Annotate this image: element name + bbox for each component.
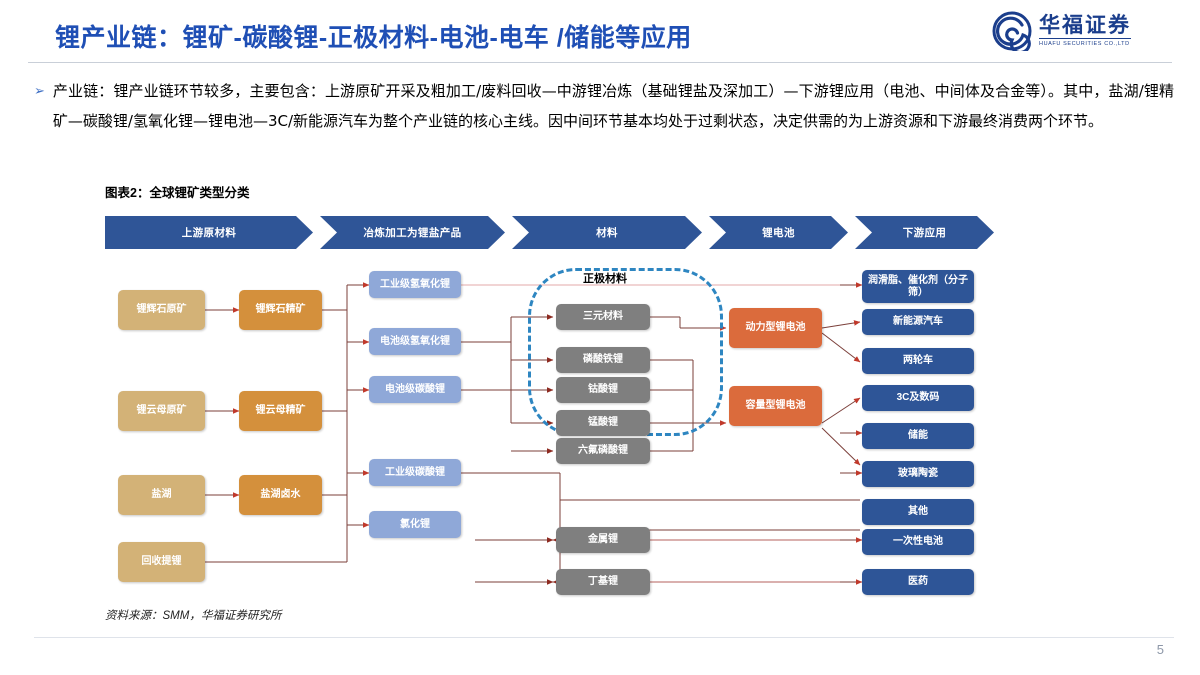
stage-banner-smelting: 冶炼加工为锂盐产品 bbox=[320, 216, 505, 249]
node-material-butyllithium[interactable]: 丁基锂 bbox=[556, 569, 650, 595]
node-battery-power-type[interactable]: 动力型锂电池 bbox=[729, 308, 822, 348]
node-label: 锂云母精矿 bbox=[255, 405, 306, 416]
figure-bottom-divider bbox=[34, 637, 1174, 638]
stage-banner-label: 下游应用 bbox=[902, 227, 947, 239]
node-app-glass-ceramics[interactable]: 玻璃陶瓷 bbox=[862, 461, 974, 487]
node-battery-capacity-type[interactable]: 容量型锂电池 bbox=[729, 386, 822, 426]
node-label: 三元材料 bbox=[583, 311, 623, 322]
node-concentrate-spodumene[interactable]: 锂辉石精矿 bbox=[239, 290, 322, 330]
figure-caption: 图表2：全球锂矿类型分类 bbox=[105, 186, 250, 200]
stage-banner-downstream: 下游应用 bbox=[855, 216, 994, 249]
node-label: 动力型锂电池 bbox=[745, 322, 806, 333]
node-raw-ore-spodumene[interactable]: 锂辉石原矿 bbox=[118, 290, 205, 330]
body-paragraph-block: ➢ 产业链：锂产业链环节较多，主要包含：上游原矿开采及粗加工/废料回收—中游锂冶… bbox=[34, 76, 1174, 136]
node-raw-ore-lepidolite[interactable]: 锂云母原矿 bbox=[118, 391, 205, 431]
node-label: 回收提锂 bbox=[141, 556, 182, 567]
page-number: 5 bbox=[1156, 642, 1164, 657]
node-salt-industrial-li2co3[interactable]: 工业级碳酸锂 bbox=[369, 459, 461, 486]
node-salt-battery-lioh[interactable]: 电池级氢氧化锂 bbox=[369, 328, 461, 355]
node-material-lithium-metal[interactable]: 金属锂 bbox=[556, 527, 650, 553]
cathode-group-label: 正极材料 bbox=[583, 273, 627, 285]
node-cathode-lfp[interactable]: 磷酸铁锂 bbox=[556, 347, 650, 373]
title-divider bbox=[28, 62, 1172, 63]
node-label: 丁基锂 bbox=[588, 576, 618, 587]
node-app-energy-storage[interactable]: 储能 bbox=[862, 423, 974, 449]
node-label: 锂云母原矿 bbox=[136, 405, 187, 416]
node-app-lubricant-catalyst[interactable]: 润滑脂、催化剂（分子筛） bbox=[862, 270, 974, 303]
node-label: 两轮车 bbox=[903, 355, 933, 366]
node-label: 一次性电池 bbox=[893, 536, 943, 547]
node-cathode-lco[interactable]: 钴酸锂 bbox=[556, 377, 650, 403]
stage-banner-label: 锂电池 bbox=[762, 227, 795, 239]
node-label: 新能源汽车 bbox=[893, 316, 943, 327]
node-salt-industrial-lioh[interactable]: 工业级氢氧化锂 bbox=[369, 271, 461, 298]
node-app-pharmaceutical[interactable]: 医药 bbox=[862, 569, 974, 595]
node-label: 锂辉石原矿 bbox=[136, 304, 187, 315]
node-app-primary-battery[interactable]: 一次性电池 bbox=[862, 529, 974, 555]
logo-company-name: 华福证券 bbox=[1039, 13, 1131, 37]
stage-banner-label: 材料 bbox=[596, 227, 618, 239]
node-label: 玻璃陶瓷 bbox=[898, 468, 938, 479]
node-label: 磷酸铁锂 bbox=[583, 354, 623, 365]
node-label: 盐湖 bbox=[151, 489, 172, 500]
node-raw-ore-recycling[interactable]: 回收提锂 bbox=[118, 542, 205, 582]
node-label: 工业级氢氧化锂 bbox=[380, 278, 450, 290]
node-label: 工业级碳酸锂 bbox=[385, 466, 445, 478]
node-label: 钴酸锂 bbox=[588, 384, 618, 395]
node-label: 电池级碳酸锂 bbox=[385, 383, 445, 395]
stage-banner-label: 上游原材料 bbox=[181, 227, 237, 239]
node-label: 锰酸锂 bbox=[588, 417, 618, 428]
node-label: 氯化锂 bbox=[400, 518, 430, 530]
node-label: 3C及数码 bbox=[896, 392, 940, 403]
node-label: 锂辉石精矿 bbox=[255, 304, 306, 315]
node-label: 医药 bbox=[908, 576, 928, 587]
node-raw-ore-salt-lake[interactable]: 盐湖 bbox=[118, 475, 205, 515]
node-app-nev[interactable]: 新能源汽车 bbox=[862, 309, 974, 335]
node-salt-battery-li2co3[interactable]: 电池级碳酸锂 bbox=[369, 376, 461, 403]
node-cathode-lmo[interactable]: 锰酸锂 bbox=[556, 410, 650, 436]
stage-banner-upstream: 上游原材料 bbox=[105, 216, 313, 249]
node-label: 六氟磷酸锂 bbox=[578, 445, 628, 456]
figure-lithium-value-chain: 图表2：全球锂矿类型分类 上游原材料 冶炼加工为锂盐产品 材料 锂电池 下游应用 bbox=[0, 170, 1200, 640]
spiral-logo-icon bbox=[992, 11, 1032, 55]
node-cathode-ncm[interactable]: 三元材料 bbox=[556, 304, 650, 330]
node-label: 盐湖卤水 bbox=[260, 489, 301, 500]
node-salt-licl[interactable]: 氯化锂 bbox=[369, 511, 461, 538]
node-app-other[interactable]: 其他 bbox=[862, 499, 974, 525]
node-concentrate-brine[interactable]: 盐湖卤水 bbox=[239, 475, 322, 515]
node-label: 其他 bbox=[908, 506, 928, 517]
node-label: 储能 bbox=[908, 430, 928, 441]
company-logo: 华福证券 HUAFU SECURITIES CO.,LTD bbox=[992, 9, 1172, 55]
bullet-icon: ➢ bbox=[34, 83, 45, 98]
node-label: 容量型锂电池 bbox=[745, 400, 806, 411]
stage-banner-battery: 锂电池 bbox=[709, 216, 848, 249]
node-cathode-lipf6[interactable]: 六氟磷酸锂 bbox=[556, 438, 650, 464]
body-paragraph: 产业链：锂产业链环节较多，主要包含：上游原矿开采及粗加工/废料回收—中游锂冶炼（… bbox=[52, 82, 1174, 130]
node-label: 金属锂 bbox=[588, 534, 618, 545]
page-title: 锂产业链：锂矿-碳酸锂-正极材料-电池-电车 /储能等应用 bbox=[55, 24, 692, 52]
node-label: 润滑脂、催化剂（分子筛） bbox=[868, 274, 968, 298]
node-concentrate-lepidolite[interactable]: 锂云母精矿 bbox=[239, 391, 322, 431]
node-app-3c-digital[interactable]: 3C及数码 bbox=[862, 385, 974, 411]
node-app-two-wheeler[interactable]: 两轮车 bbox=[862, 348, 974, 374]
stage-banner-label: 冶炼加工为锂盐产品 bbox=[363, 227, 462, 239]
node-label: 电池级氢氧化锂 bbox=[380, 335, 450, 347]
logo-company-name-en: HUAFU SECURITIES CO.,LTD bbox=[1039, 37, 1131, 48]
stage-banner-materials: 材料 bbox=[512, 216, 702, 249]
figure-source: 资料来源：SMM，华福证券研究所 bbox=[105, 610, 282, 622]
